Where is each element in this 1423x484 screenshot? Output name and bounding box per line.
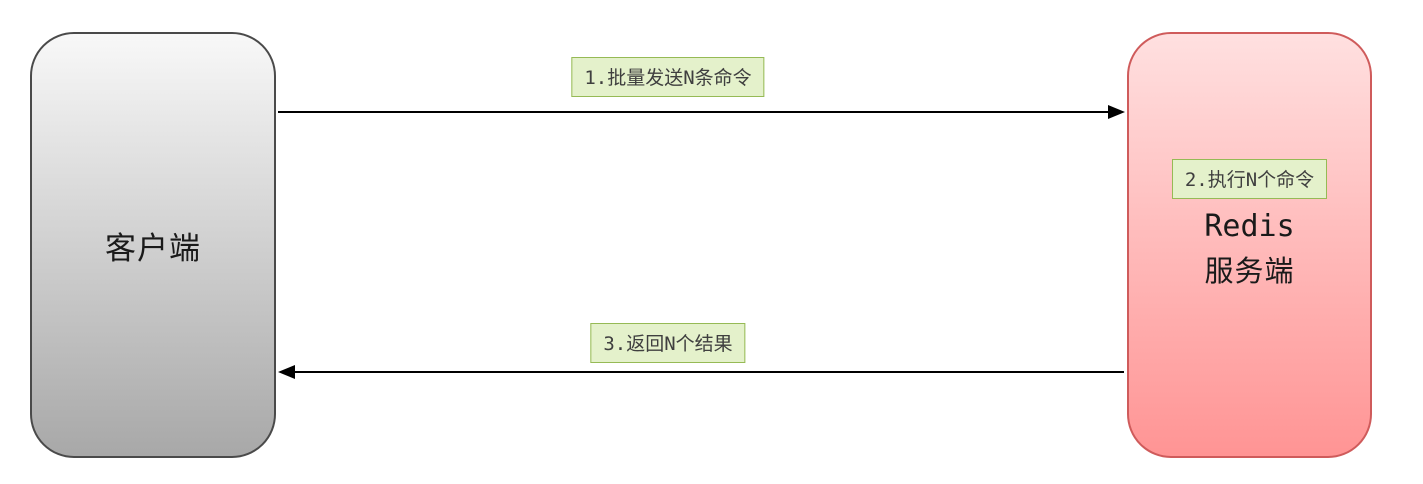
- server-title-cn: 服务端: [1204, 254, 1295, 288]
- client-label: 客户端: [105, 230, 201, 267]
- request-arrowhead-icon: [1108, 105, 1125, 119]
- response-arrowhead-icon: [278, 365, 295, 379]
- request-label-badge: 1.批量发送N条命令: [571, 57, 765, 97]
- server-title-redis: Redis: [1204, 209, 1295, 244]
- response-arrow-line: [292, 371, 1124, 373]
- server-step-badge: 2.执行N个命令: [1171, 159, 1328, 199]
- server-box: 2.执行N个命令 Redis 服务端: [1127, 32, 1372, 458]
- client-box: 客户端: [30, 32, 276, 458]
- response-label-badge: 3.返回N个结果: [590, 323, 746, 363]
- request-arrow-line: [278, 111, 1110, 113]
